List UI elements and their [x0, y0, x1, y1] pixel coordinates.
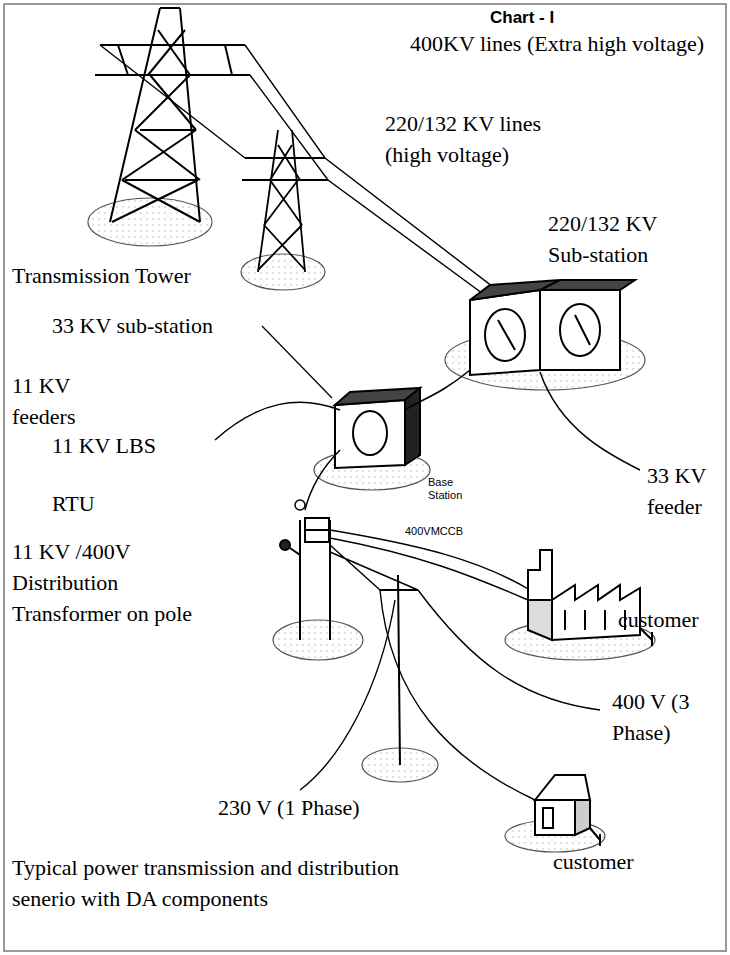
- label: 11 KV feeders: [12, 370, 102, 432]
- label: 33 KV sub-station: [52, 310, 213, 341]
- label: 230 V (1 Phase): [218, 792, 360, 823]
- label: 220/132 KV lines (high voltage): [385, 108, 585, 170]
- distribution-transformer: [280, 518, 330, 640]
- feeder-lines: [215, 370, 640, 510]
- caption: Typical power transmission and distribut…: [12, 852, 467, 914]
- label: customer: [618, 604, 699, 635]
- ground-patches: [88, 198, 655, 852]
- label: Base Station: [428, 476, 473, 502]
- leader-line: [262, 326, 332, 398]
- substation: [335, 388, 420, 468]
- label: Transmission Tower: [12, 260, 191, 291]
- transmission-tower: [95, 8, 250, 222]
- label: 400VMCCB: [405, 525, 463, 538]
- label: customer: [553, 846, 634, 877]
- label: 11 KV /400V Distribution Transformer on …: [12, 536, 227, 629]
- transmission-tower: [242, 130, 328, 272]
- chart-title: Chart - I: [490, 8, 554, 28]
- substation: [470, 280, 635, 375]
- label: RTU: [52, 488, 95, 519]
- label: 400 V (3 Phase): [612, 686, 717, 748]
- label: 11 KV LBS: [52, 430, 156, 461]
- label: 220/132 KV Sub-station: [548, 208, 688, 270]
- label: 400KV lines (Extra high voltage): [410, 28, 710, 59]
- label: 33 KV feeder: [647, 460, 722, 522]
- house: [535, 775, 600, 846]
- frame: [4, 4, 726, 951]
- lv-wires: [300, 530, 600, 800]
